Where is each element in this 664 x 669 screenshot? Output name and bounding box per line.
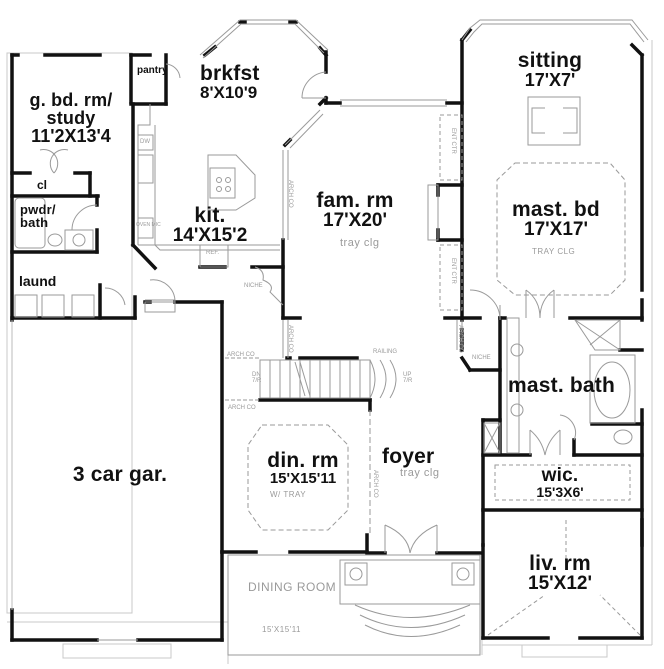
annotation-ent-ctr: ENT CTR bbox=[450, 258, 456, 284]
room-powder-bath: pwdr/ bath bbox=[20, 203, 56, 229]
room-name: foyer bbox=[382, 445, 435, 468]
room-dimensions: 11'2X13'4 bbox=[31, 126, 111, 146]
room-name: mast. bd bbox=[512, 198, 600, 221]
room-dimensions: 17'X17' bbox=[524, 219, 588, 240]
ceiling-note: tray clg bbox=[340, 237, 380, 249]
annotation-arch: ARCH CO bbox=[227, 352, 255, 358]
room-breakfast: brkfst 8'X10'9 bbox=[200, 63, 260, 101]
room-dimensions: 15'X15'11 bbox=[269, 470, 337, 487]
room-name: din. rm bbox=[267, 449, 339, 472]
room-laundry: laund bbox=[19, 273, 57, 289]
annotation-dw: DW bbox=[140, 139, 150, 145]
annotation-arch: ARCH CO bbox=[287, 325, 293, 353]
annotation-arch: ARCH CO bbox=[372, 470, 378, 498]
room-name: liv. rm bbox=[529, 552, 591, 575]
room-dimensions: 14'X15'2 bbox=[172, 225, 248, 246]
room-name: g. bd. rm/ bbox=[29, 90, 113, 110]
annotation-stairs-down: DN 7/R bbox=[252, 372, 262, 384]
annotation-stairs-up: UP 7/R bbox=[403, 372, 413, 384]
ceiling-note: tray clg bbox=[400, 467, 440, 479]
room-dimensions: 17'X7' bbox=[524, 70, 576, 90]
room-name: brkfst bbox=[200, 62, 260, 85]
room-name: pwdr/ bbox=[20, 202, 56, 217]
annotation-ent-ctr: ENT CTR bbox=[450, 128, 456, 154]
room-master-bedroom: mast. bd 17'X17' bbox=[496, 199, 616, 239]
ceiling-note: TRAY CLG bbox=[532, 247, 576, 256]
room-name: bath bbox=[20, 215, 49, 230]
room-garage: 3 car gar. bbox=[40, 464, 200, 485]
room-dimensions: 17'X20' bbox=[323, 210, 387, 231]
room-pantry: pantry bbox=[137, 65, 168, 76]
room-closet: cl bbox=[37, 178, 48, 192]
room-living: liv. rm 15'X12' bbox=[505, 553, 615, 593]
room-dining: din. rm 15'X15'11 bbox=[248, 450, 358, 486]
annotation-arch: ARCH CO bbox=[228, 405, 256, 411]
room-dimensions: 15'3X6' bbox=[536, 484, 584, 500]
annotation-ref: REF. bbox=[206, 250, 220, 256]
annotation-arch: ARCH CO bbox=[287, 180, 293, 208]
room-name: study bbox=[46, 108, 96, 128]
annotation-railing: RAILING bbox=[373, 349, 398, 355]
room-foyer: foyer bbox=[382, 446, 434, 467]
annotation-dining-room: DINING ROOM bbox=[248, 580, 337, 594]
annotation-oven: OVEN MIC bbox=[136, 222, 161, 228]
room-name: wic. bbox=[541, 465, 579, 486]
annotation-dining-room-dim: 15'X15'11 bbox=[262, 625, 301, 634]
room-name: sitting bbox=[517, 49, 583, 72]
room-name: mast. bath bbox=[508, 374, 616, 397]
room-name: kit. bbox=[194, 204, 226, 227]
room-family-room: fam. rm 17'X20' bbox=[280, 190, 430, 230]
room-dimensions: 15'X12' bbox=[528, 573, 592, 594]
room-kitchen: kit. 14'X15'2 bbox=[155, 205, 265, 245]
room-guest-bedroom: g. bd. rm/ study 11'2X13'4 bbox=[12, 91, 130, 145]
room-master-bath: mast. bath bbox=[508, 375, 615, 396]
annotation-niche: NICHE bbox=[472, 355, 491, 361]
room-sitting: sitting 17'X7' bbox=[500, 50, 600, 89]
room-dimensions: 8'X10'9 bbox=[200, 83, 258, 102]
annotation-niche: NICHE bbox=[244, 283, 263, 289]
room-walk-in-closet: wic. 15'3X6' bbox=[505, 466, 615, 499]
annotation-arch: ARCH CO bbox=[457, 325, 463, 353]
ceiling-note: W/ TRAY bbox=[270, 490, 307, 499]
room-name: fam. rm bbox=[316, 189, 394, 212]
room-name: 3 car gar. bbox=[72, 463, 168, 486]
